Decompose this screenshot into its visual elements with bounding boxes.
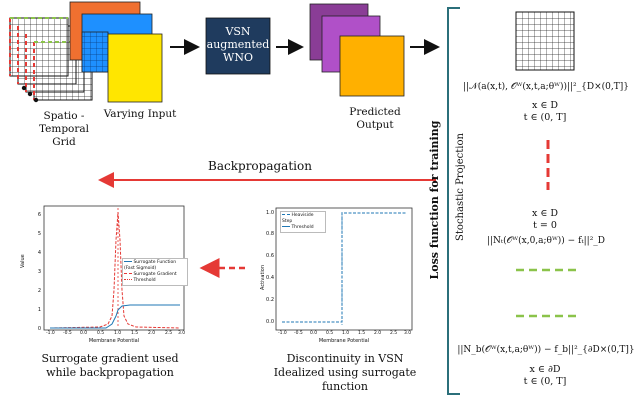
right-plot-legend: Heaviside Step Threshold	[280, 211, 326, 233]
backprop-label: Backpropagation	[208, 159, 312, 173]
left-plot-xlabel: Membrane Potential	[88, 338, 140, 344]
right-plot-yticks: 0.0 0.2 0.4 0.6 0.8 1.0	[266, 210, 274, 325]
loss-bracket	[447, 7, 460, 395]
model-box	[205, 17, 271, 75]
caption-right: Discontinuity in VSN Idealized using sur…	[273, 352, 417, 393]
varying-input-label: Varying Input	[103, 108, 177, 120]
right-plot-xlabel: Membrane Potential	[318, 338, 370, 344]
left-plot-yticks: 0 1 2 3 4 5 6	[37, 212, 41, 332]
loss-term3-expr: ||N_b(𝒪ᵂ(x,t,a;θᵂ)) − f_b||²_{∂D×(0,T]}	[457, 345, 635, 355]
surrogate-function-curve	[50, 304, 180, 329]
loss-term1-dom1: x ∈ D	[531, 100, 559, 111]
loss-term3-dom2: t ∈ (0, T]	[523, 376, 567, 387]
loss-grid	[515, 11, 575, 71]
loss-term2-dom1: x ∈ D	[531, 208, 559, 219]
surrogate-gradient-curve	[49, 211, 181, 329]
loss-vertical-title: Loss function for training	[428, 120, 441, 280]
caption-left: Surrogate gradient used while backpropag…	[41, 352, 179, 379]
left-plot-ylabel: Value	[20, 254, 26, 268]
grid-label: Spatio - Temporal Grid	[38, 110, 90, 148]
loss-term1-expr: ||𝒩(a(x,t), 𝒪ᵂ(x,t,a;θᵂ))||²_{D×(0,T]}	[463, 82, 629, 92]
varying-input-stack	[69, 1, 163, 103]
left-plot-legend: Surrogate Function (Fast Sigmoid) Surrog…	[122, 258, 188, 286]
left-plot-xticks: -1.0 -0.5 0.0 0.5 1.0 1.5 2.0 2.5 3.0	[46, 331, 186, 336]
predicted-output-stack	[309, 3, 405, 97]
predicted-output-label: Predicted Output	[349, 106, 401, 131]
loss-term1-dom2: t ∈ (0, T]	[523, 112, 567, 123]
right-plot-xticks: -1.0 -0.5 0.0 0.5 1.0 1.5 2.0 2.5 3.0	[278, 331, 412, 336]
loss-term2-dom2: t = 0	[533, 220, 557, 231]
spatio-temporal-grid-stack	[9, 17, 93, 103]
loss-term2-expr: ||Nₜ(𝒪ᵂ(x,0,a;θᵂ)) − fₜ||²_D	[486, 236, 606, 246]
loss-term3-dom1: x ∈ ∂D	[529, 364, 561, 375]
heaviside-step-curve	[282, 212, 406, 323]
model-label: VSN augmented WNO	[206, 25, 270, 64]
